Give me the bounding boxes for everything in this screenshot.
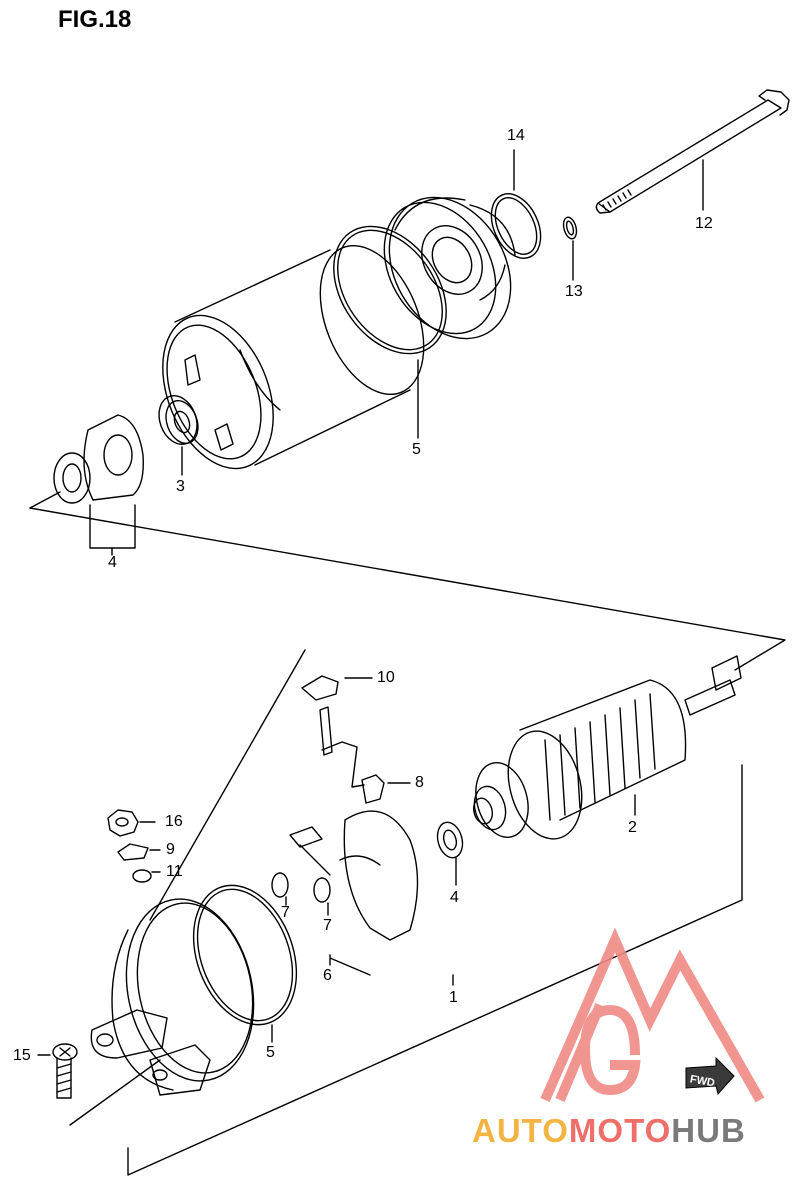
fwd-arrow-icon: FWD: [685, 1056, 735, 1096]
gasket-ring-top: [333, 225, 447, 355]
through-bolt: [595, 89, 790, 214]
brand-part-hub: HUB: [671, 1112, 746, 1149]
end-cover: [383, 196, 516, 340]
figure-title: FIG.18: [58, 6, 132, 33]
callout-4-bottom: 4: [450, 889, 459, 906]
o-ring-small: [562, 216, 578, 240]
o-ring-14: [490, 193, 542, 259]
callout-3: 3: [176, 478, 185, 495]
washer-bottom: [436, 821, 464, 859]
spring-left: [271, 872, 289, 898]
callout-2: 2: [628, 819, 637, 836]
leader-line: [285, 896, 329, 916]
callout-4-top: 4: [108, 554, 117, 571]
brush-terminal: [319, 706, 385, 804]
brush-holder: [289, 810, 419, 941]
o-ring-11: [132, 869, 152, 883]
callout-1: 1: [449, 989, 458, 1006]
brand-logo-mark: [540, 927, 765, 1103]
fwd-label: FWD: [689, 1073, 716, 1089]
callout-5-top: 5: [412, 441, 421, 458]
assembly-bracket: [127, 764, 743, 1176]
armature: [472, 655, 742, 840]
rear-cover: [90, 898, 255, 1096]
callout-15: 15: [13, 1047, 31, 1064]
washer-9: [117, 843, 149, 861]
leader-line: [329, 954, 371, 976]
callout-11: 11: [166, 863, 183, 880]
callout-8: 8: [415, 774, 424, 791]
group-line: [29, 491, 61, 509]
callout-10: 10: [377, 669, 395, 686]
brand-wordmark: AUTOMOTOHUB: [472, 1112, 746, 1150]
bearing: [158, 395, 199, 445]
callout-7-right: 7: [323, 917, 332, 934]
clip-10: [301, 675, 339, 701]
gasket-ring-bottom: [192, 884, 298, 1026]
callout-9: 9: [166, 841, 175, 858]
screw-15: [52, 1043, 78, 1099]
group-line: [149, 649, 306, 921]
brand-part-auto: AUTO: [472, 1112, 569, 1149]
callout-14: 14: [507, 127, 525, 144]
yoke-housing: [162, 244, 425, 470]
brand-part-moto: MOTO: [568, 1112, 672, 1149]
nut-16: [107, 809, 139, 837]
callout-12: 12: [695, 215, 713, 232]
callout-6: 6: [323, 967, 332, 984]
callout-7-left: 7: [281, 904, 290, 921]
callout-13: 13: [565, 283, 583, 300]
group-line: [69, 1059, 161, 1126]
leader-bracket: [89, 504, 136, 549]
group-line: [29, 507, 786, 671]
spring-right: [313, 877, 331, 903]
callout-16: 16: [165, 813, 183, 830]
callout-5-bottom: 5: [266, 1044, 275, 1061]
shim-washers-top: [53, 414, 144, 504]
